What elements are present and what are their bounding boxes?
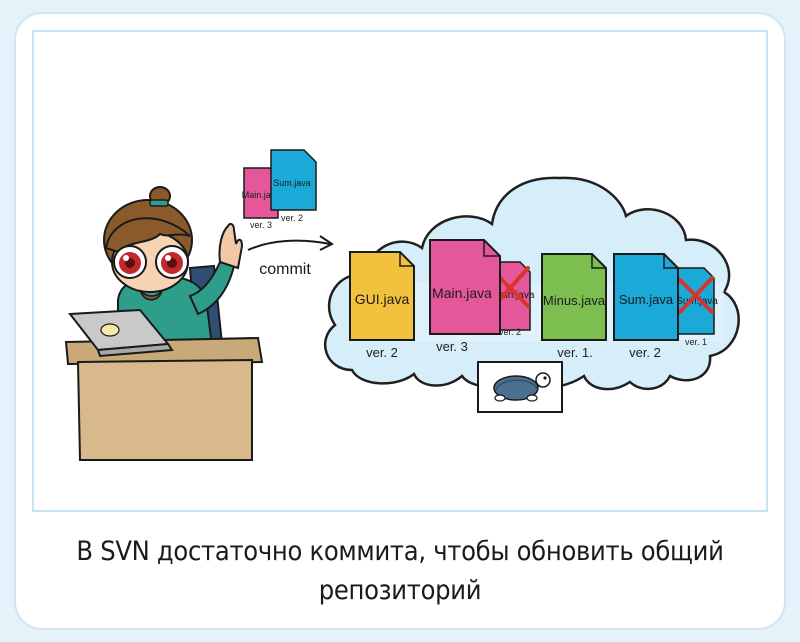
repo-file-minus-version: ver. 1. <box>557 345 592 360</box>
outgoing-file-sum-version: ver. 2 <box>281 213 303 223</box>
cross-icon <box>678 276 714 314</box>
outgoing-file-sum: Sum.java ver. 2 <box>270 149 317 223</box>
outgoing-file-main-name: Main.java <box>242 190 281 200</box>
repo-file-main-v3-name: Main.java <box>432 285 492 301</box>
arrow-icon <box>247 235 334 251</box>
commit-label: commit <box>259 261 311 278</box>
repo-file-main-v2-version: ver. 2 <box>499 327 521 337</box>
repo-file-sum-v2-name: Sum.java <box>619 292 674 307</box>
repo-file-main-v2-name: Main.java <box>492 290 535 301</box>
desk <box>64 336 264 461</box>
repo-file-sum-v1-version: ver. 1 <box>685 337 707 347</box>
repo-file-main-v3: Main.java ver. 3 <box>429 239 501 354</box>
tortoise-svn-logo <box>477 361 563 413</box>
repo-file-sum-v1-name: Sum.java <box>676 296 718 307</box>
caption: В SVN достаточно коммита, чтобы обновить… <box>20 532 780 622</box>
repo-file-main-v3-version: ver. 3 <box>436 339 468 354</box>
repo-file-gui-version: ver. 2 <box>366 345 398 360</box>
caption-line-2: репозиторий <box>318 575 482 606</box>
outgoing-file-sum-name: Sum.java <box>273 178 311 188</box>
repo-file-minus-name: Minus.java <box>543 293 606 308</box>
repo-file-sum-v1: Sum.java ver. 1 <box>675 267 718 347</box>
svn-commit-diagram: Main.java ver. 3 Sum.java ver. 2 commit … <box>64 149 740 461</box>
repo-file-minus: Minus.java ver. 1. <box>541 253 607 360</box>
repo-file-sum-v2-version: ver. 2 <box>629 345 661 360</box>
repo-file-gui-name: GUI.java <box>355 291 410 307</box>
repo-file-gui: GUI.java ver. 2 <box>349 251 415 360</box>
repo-file-sum-v2: Sum.java ver. 2 <box>613 253 679 360</box>
caption-line-1: В SVN достаточно коммита, чтобы обновить… <box>76 536 724 567</box>
outgoing-file-main-version: ver. 3 <box>250 220 272 230</box>
laptop-icon <box>68 308 174 358</box>
